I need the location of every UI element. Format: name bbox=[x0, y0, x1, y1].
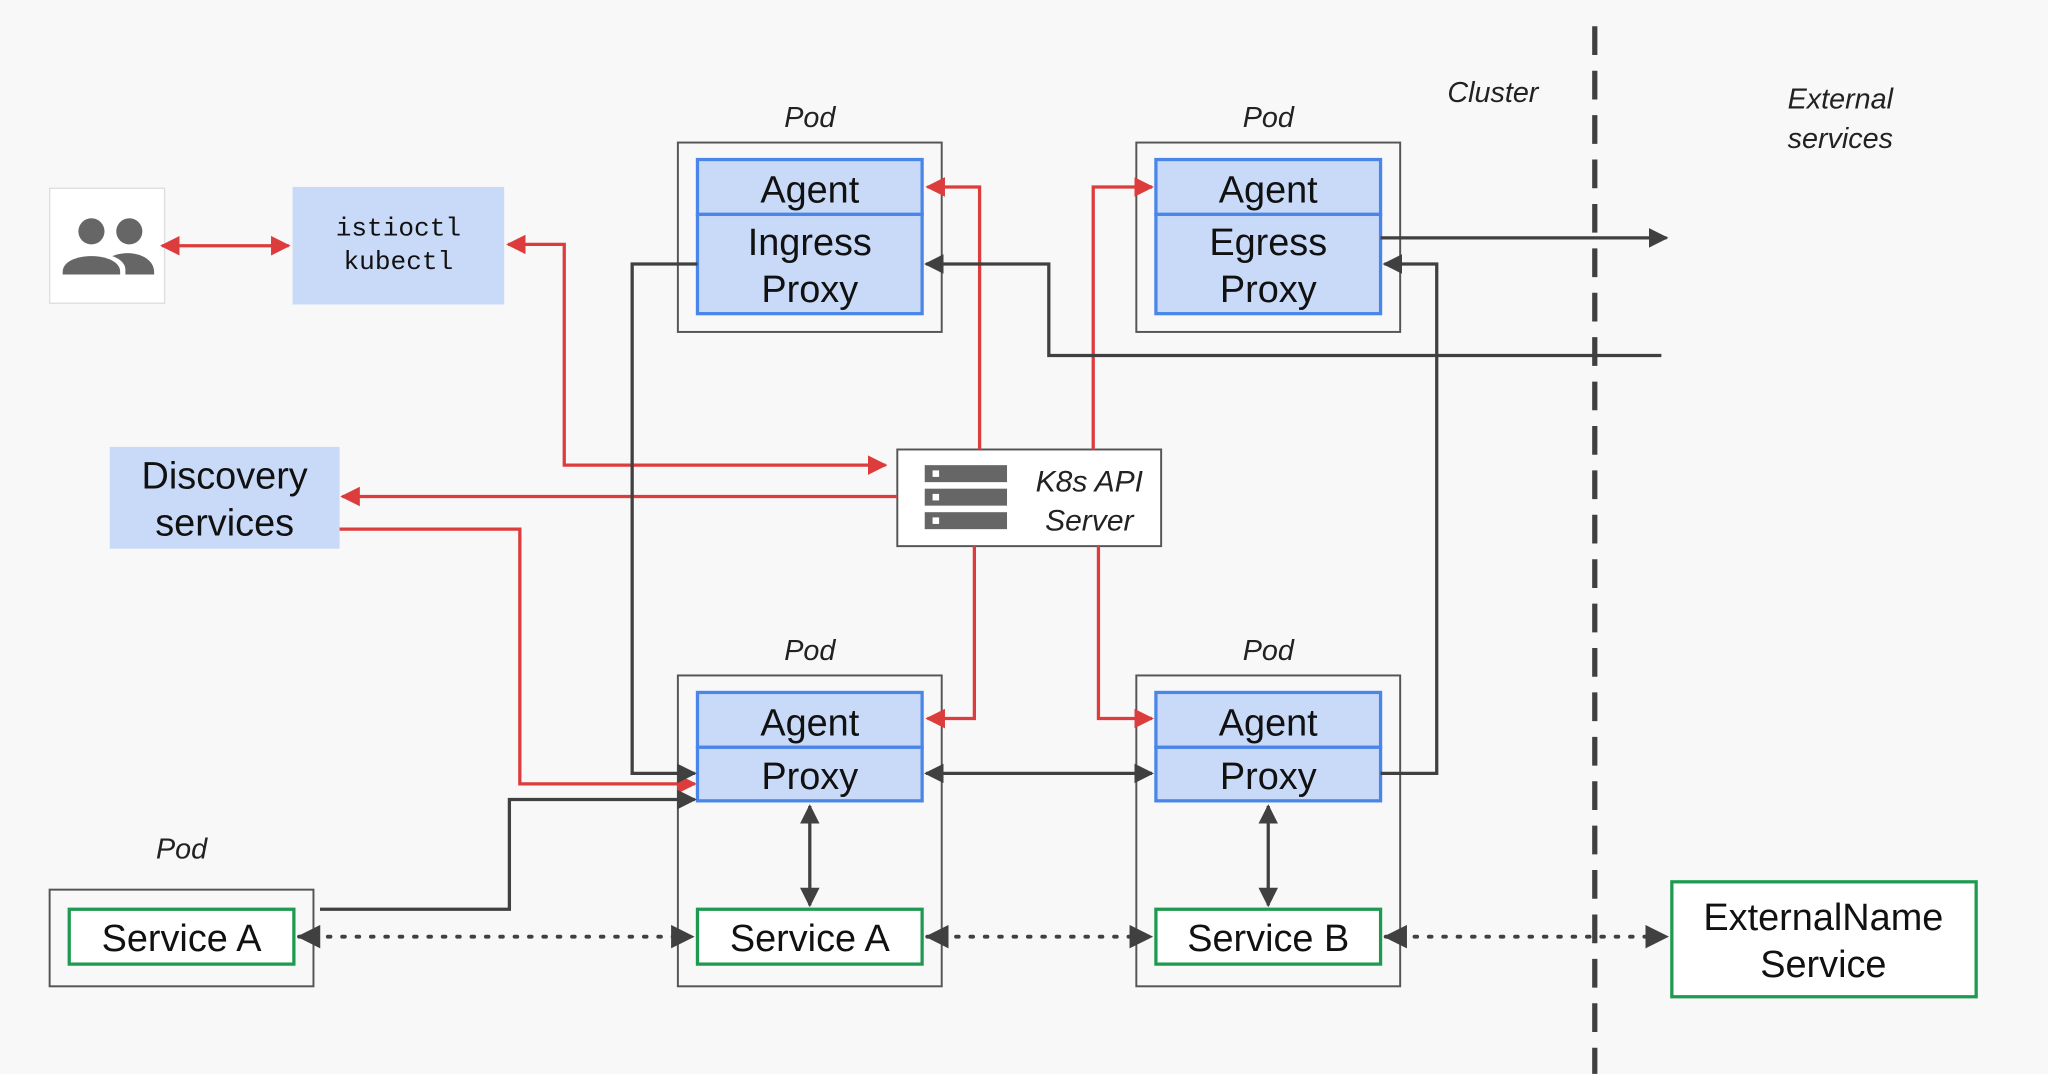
egress-proxy-box bbox=[1154, 212, 1383, 316]
pod-label: Pod bbox=[1243, 635, 1295, 667]
k8s-label-line2: Server bbox=[1045, 504, 1135, 537]
proxy-box bbox=[695, 745, 924, 803]
pod-label: Pod bbox=[156, 833, 208, 865]
arrow-k8s-ingress-agent bbox=[925, 177, 982, 450]
pod-border bbox=[1135, 674, 1402, 988]
egress-label: Egress bbox=[1209, 222, 1327, 264]
proxy-label: Proxy bbox=[1220, 756, 1317, 798]
service-b-box bbox=[1154, 907, 1383, 966]
agent-label: Agent bbox=[1219, 703, 1318, 745]
service-b-label: Service B bbox=[1187, 918, 1349, 960]
arrow-k8s-egress-agent bbox=[1091, 177, 1154, 450]
external-name-label-line2: Service bbox=[1760, 944, 1886, 986]
service-a-box bbox=[67, 907, 296, 966]
proxy-label: Proxy bbox=[761, 756, 858, 798]
pod-service-a: Pod Agent Proxy Service A bbox=[676, 635, 943, 988]
service-a-box bbox=[695, 907, 924, 966]
discovery-label-line1: Discovery bbox=[142, 456, 308, 498]
arrow-client-proxy-a bbox=[320, 789, 697, 911]
agent-label: Agent bbox=[760, 703, 859, 745]
external-services-label-line2: services bbox=[1788, 123, 1893, 155]
service-a-label: Service A bbox=[730, 918, 891, 960]
agent-box bbox=[695, 157, 924, 217]
service-a-label: Service A bbox=[102, 918, 263, 960]
agent-box bbox=[695, 690, 924, 749]
agent-label: Agent bbox=[1219, 170, 1318, 212]
proxy-label: Proxy bbox=[761, 269, 858, 311]
discovery-services-box: Discovery services bbox=[109, 446, 340, 549]
kubectl-label: kubectl bbox=[344, 247, 454, 277]
arrow-cli-k8s bbox=[506, 234, 888, 475]
server-rack-icon bbox=[924, 465, 1008, 530]
users-icon bbox=[48, 187, 166, 304]
agent-label: Agent bbox=[760, 170, 859, 212]
data-plane-arrows bbox=[320, 228, 1669, 911]
cli-tools-box: istioctl kubectl bbox=[292, 186, 505, 305]
arrow-discovery-proxy bbox=[339, 527, 697, 794]
external-name-service: ExternalName Service bbox=[1670, 880, 1978, 999]
arrow-external-ingress bbox=[924, 254, 1662, 358]
external-services-label-line1: External bbox=[1788, 84, 1895, 116]
discovery-label-line2: services bbox=[155, 503, 294, 545]
cluster-label: Cluster bbox=[1447, 77, 1539, 109]
proxy-box bbox=[1154, 745, 1383, 803]
arrow-k8s-agent-b bbox=[1096, 546, 1154, 729]
agent-box bbox=[1154, 690, 1383, 749]
pod-border bbox=[676, 674, 943, 988]
pod-label: Pod bbox=[784, 635, 836, 667]
external-name-label-line1: ExternalName bbox=[1703, 897, 1943, 939]
istioctl-label: istioctl bbox=[336, 213, 461, 243]
arrow-k8s-agent-a bbox=[925, 546, 976, 729]
ingress-label: Ingress bbox=[748, 222, 872, 264]
pod-label: Pod bbox=[1243, 102, 1295, 134]
control-plane-arrows bbox=[159, 177, 1154, 794]
pod-service-b: Pod Agent Proxy Service B bbox=[1135, 635, 1402, 988]
arrow-ingress-proxy-a bbox=[630, 262, 698, 784]
k8s-api-server: K8s API Server bbox=[896, 448, 1163, 548]
arrow-proxy-b-egress bbox=[1380, 254, 1439, 776]
pod-label: Pod bbox=[784, 102, 836, 134]
k8s-label-line1: K8s API bbox=[1036, 465, 1143, 498]
proxy-label: Proxy bbox=[1220, 269, 1317, 311]
pod-external-client: Pod Service A bbox=[48, 833, 315, 988]
